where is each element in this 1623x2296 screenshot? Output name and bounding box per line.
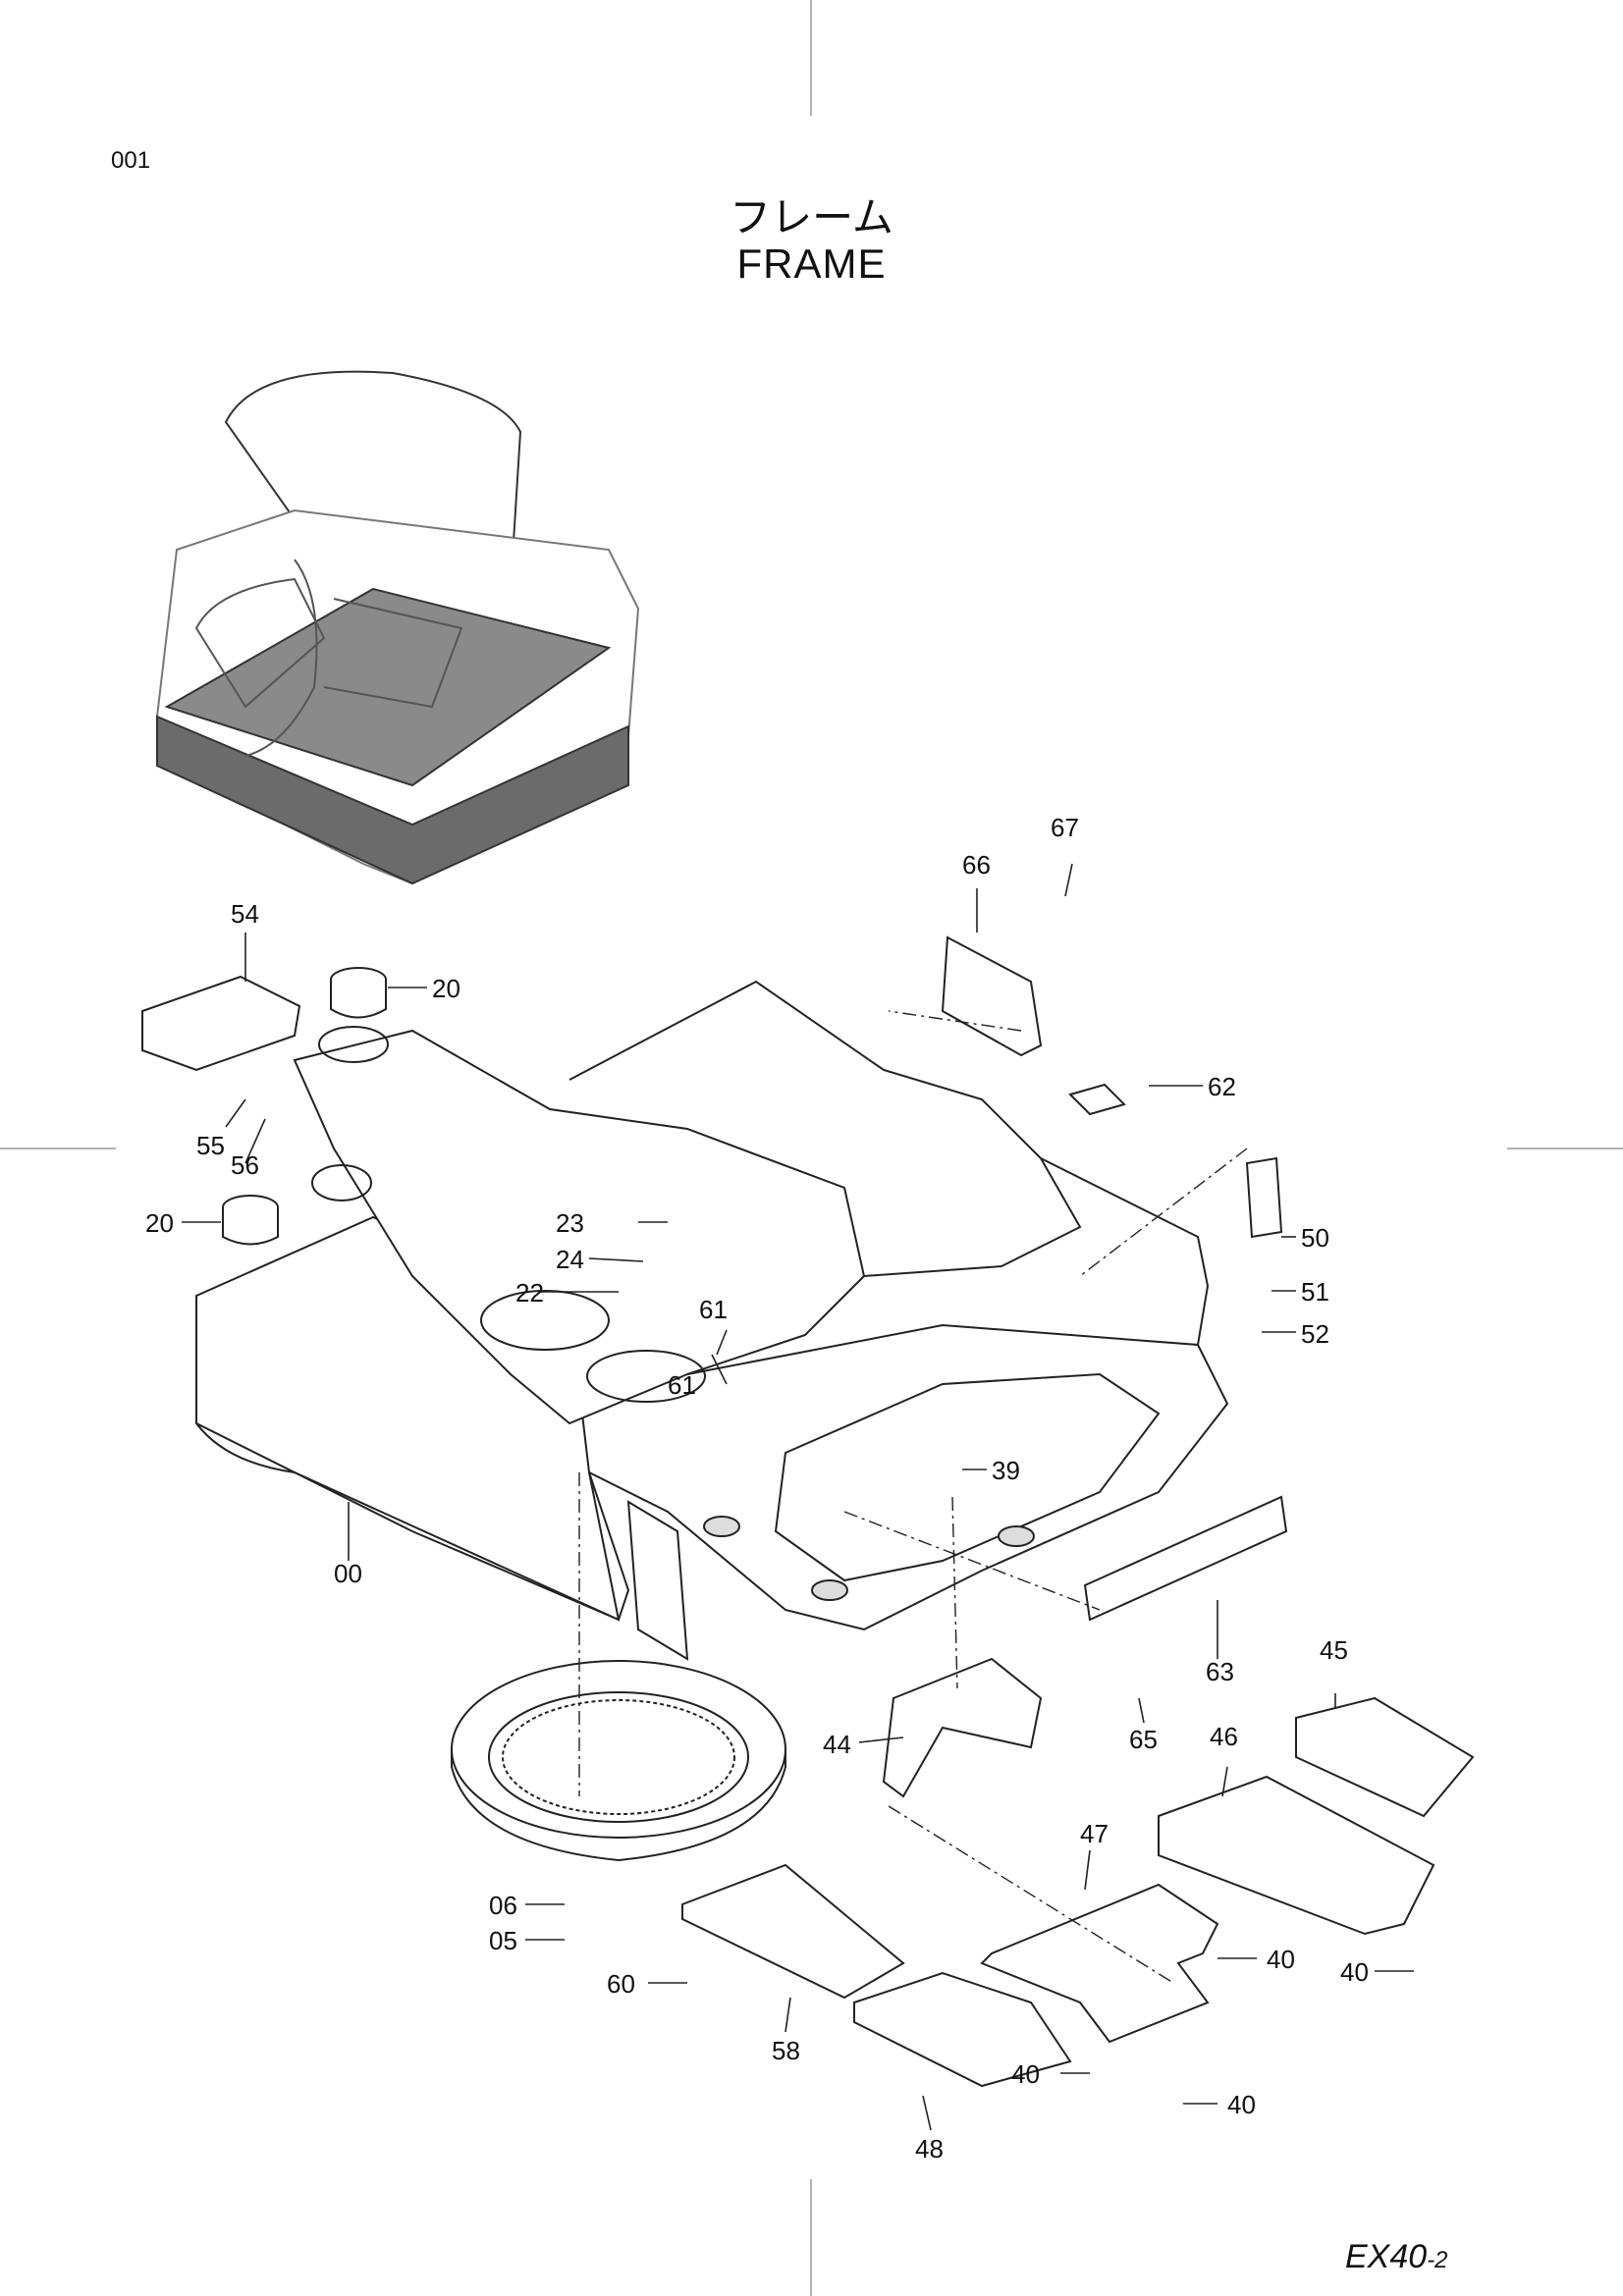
callout-46: 46 xyxy=(1210,1722,1238,1751)
callout-54: 54 xyxy=(231,899,259,929)
swing-bearing xyxy=(451,1660,786,1862)
callout-06: 06 xyxy=(489,1891,517,1920)
machine-overview-illustration xyxy=(155,370,640,885)
callout-50: 50 xyxy=(1301,1223,1329,1253)
callout-60: 60 xyxy=(607,1969,635,1999)
callout-22: 22 xyxy=(515,1278,544,1308)
callout-61: 61 xyxy=(668,1370,696,1400)
assembly-lines xyxy=(578,1010,1248,1984)
callout-67: 67 xyxy=(1051,813,1079,842)
page-title: FRAME xyxy=(736,240,887,287)
callout-45: 45 xyxy=(1320,1635,1348,1665)
callout-55: 55 xyxy=(196,1131,225,1160)
model-designation: EX40-2 xyxy=(1345,2238,1448,2276)
leader-lines xyxy=(182,863,1414,2131)
callout-23: 23 xyxy=(556,1208,584,1238)
callout-63: 63 xyxy=(1206,1657,1234,1686)
model-name: EX40 xyxy=(1345,2238,1428,2275)
callout-66: 66 xyxy=(962,850,991,880)
callout-05: 05 xyxy=(489,1926,517,1955)
model-suffix: -2 xyxy=(1427,2247,1448,2273)
callout-20: 20 xyxy=(145,1208,174,1238)
callout-40: 40 xyxy=(1227,2090,1256,2119)
main-frame xyxy=(195,980,1229,1661)
callout-47: 47 xyxy=(1080,1819,1109,1848)
callout-40: 40 xyxy=(1011,2059,1040,2089)
callout-51: 51 xyxy=(1301,1277,1329,1307)
callout-65: 65 xyxy=(1129,1725,1158,1754)
callout-labels: 67 66 54 20 62 55 56 20 23 50 24 51 22 6… xyxy=(145,813,1369,2163)
callout-56: 56 xyxy=(231,1150,259,1180)
callout-24: 24 xyxy=(556,1245,584,1274)
page-title-japanese: フレーム xyxy=(730,193,893,241)
callout-48: 48 xyxy=(915,2134,944,2163)
callout-20: 20 xyxy=(432,974,460,1003)
page-number: 001 xyxy=(111,147,151,174)
small-parts xyxy=(141,935,1475,2088)
callout-40: 40 xyxy=(1340,1957,1369,1987)
callout-39: 39 xyxy=(992,1456,1020,1485)
callout-61: 61 xyxy=(699,1295,728,1324)
callout-58: 58 xyxy=(772,2036,800,2065)
callout-40: 40 xyxy=(1267,1945,1295,1974)
callout-62: 62 xyxy=(1208,1072,1236,1101)
callout-52: 52 xyxy=(1301,1319,1329,1349)
callout-00: 00 xyxy=(334,1559,362,1588)
callout-44: 44 xyxy=(823,1730,851,1759)
